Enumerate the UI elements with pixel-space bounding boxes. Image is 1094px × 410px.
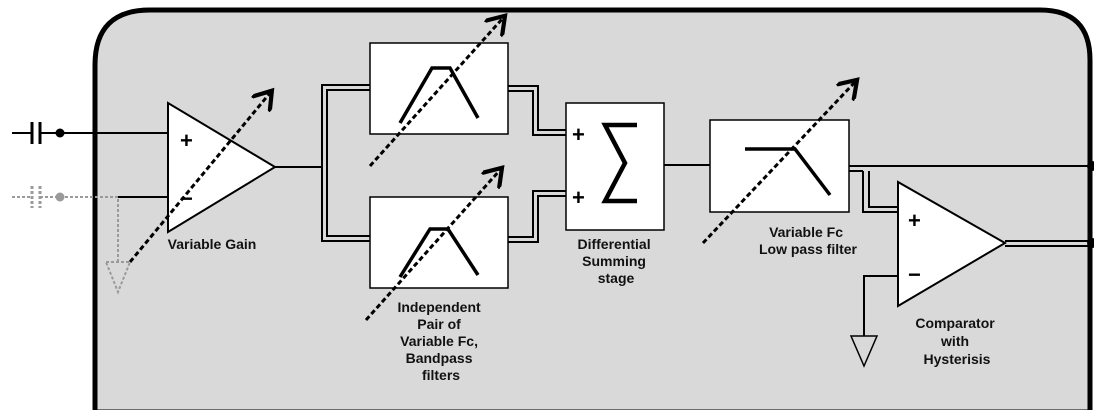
amp-plus-sign: + [180,128,193,153]
lowpass-variable-arrow [701,82,855,245]
comparator-ground-wire [863,275,898,336]
label-summing-stage: Differential Summing stage [577,236,654,286]
sum-plus-sign-upper: + [572,122,585,147]
input-capacitor [12,122,65,144]
bandpass-filter-upper [369,42,509,135]
sigma-icon [601,122,637,204]
label-comparator: Comparator with Hysterisis [915,315,998,367]
output-terminal-digital [1087,238,1094,248]
label-lowpass-filter: Variable Fc Low pass filter [759,224,858,257]
amp-output-bus [275,84,370,242]
comparator-minus-sign: − [908,262,921,287]
gain-variable-arrow [128,93,270,263]
label-variable-gain: Variable Gain [168,236,257,252]
bandpass-to-summer-wires [508,85,566,243]
bandpass-response-upper [398,66,480,124]
bandpass-filter-lower [369,196,509,289]
bandpass-response-lower [398,227,480,278]
comparator [897,180,1007,308]
comparator-plus-sign: + [908,208,921,233]
sum-plus-sign-lower: + [572,185,585,210]
bandpass-upper-variable-arrow [368,18,503,168]
variable-gain-amplifier [167,101,277,234]
lowpass-output-bus [849,165,1092,213]
lowpass-filter [709,119,850,213]
label-bandpass-filters: Independent Pair of Variable Fc, Bandpas… [397,299,484,383]
input-capacitor-inactive [12,186,65,208]
lowpass-response [745,147,832,197]
output-terminal-filtered [1087,161,1094,171]
ground-icon [849,335,879,368]
ground-icon-inactive [104,261,132,295]
comparator-output-wire [1005,240,1092,247]
bandpass-lower-variable-arrow [364,170,500,321]
